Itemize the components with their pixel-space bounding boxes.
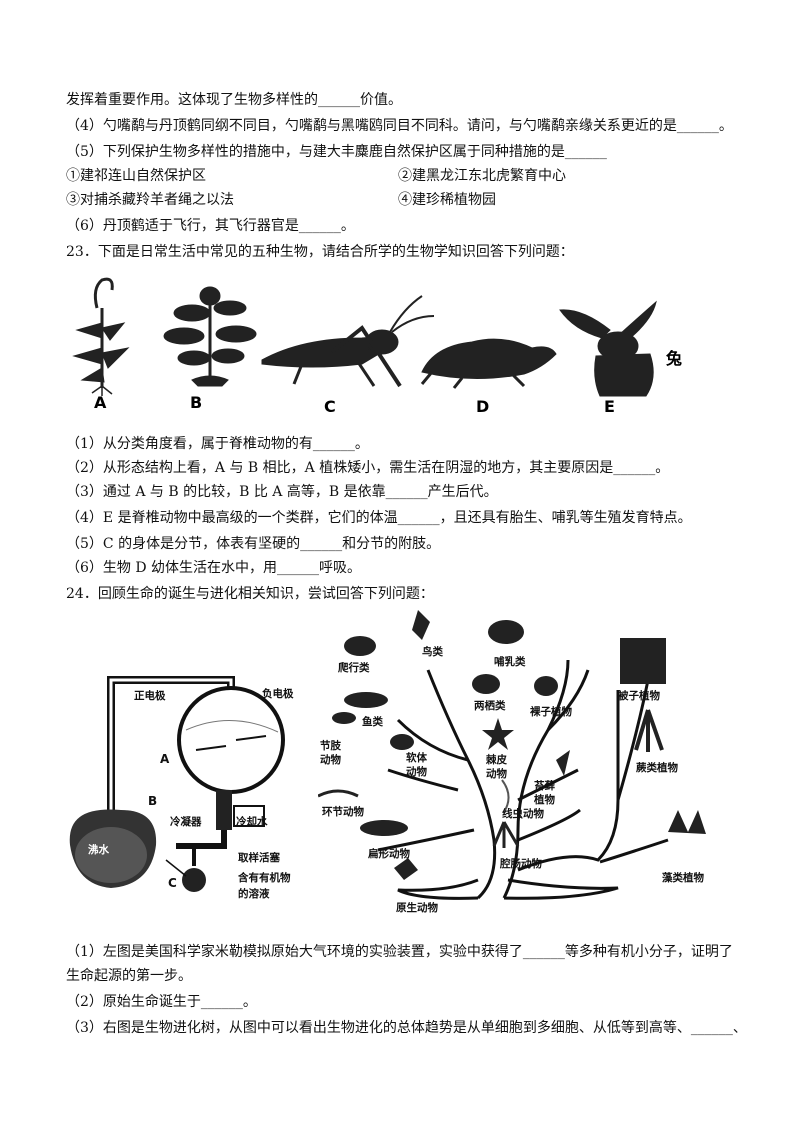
- question-23-4: （4）E 是脊椎动物中最高级的一个类群，它们的体温______，且还具有胎生、哺…: [66, 510, 692, 526]
- echinoderm-label-1: 棘皮: [486, 754, 507, 766]
- arthropod-label-1: 节肢: [320, 740, 341, 752]
- question-23-5: （5）C 的身体是分节，体表有坚硬的______和分节的附肢。: [66, 536, 441, 552]
- question-24-2: （2）原始生命诞生于______。: [66, 994, 257, 1010]
- question-24-1: （1）左图是美国科学家米勒模拟原始大气环境的实验装置，实验中获得了______等…: [66, 944, 733, 960]
- question-24-3: （3）右图是生物进化树，从图中可以看出生物进化的总体趋势是从单细胞到多细胞、从低…: [66, 1020, 747, 1036]
- organism-b-illustration: [163, 286, 257, 387]
- label-a: A: [94, 393, 107, 412]
- echinoderm-label-2: 动物: [486, 768, 507, 780]
- question-23-3: （3）通过 A 与 B 的比较，B 比 A 高等，B 是依靠______产生后代…: [66, 484, 498, 500]
- reptile-label: 爬行类: [338, 662, 370, 674]
- question-24-title: 24．回顾生命的诞生与进化相关知识，尝试回答下列问题：: [66, 586, 434, 602]
- flask-b-label: B: [148, 794, 158, 808]
- bird-label: 鸟类: [422, 646, 443, 658]
- protozoa-label: 原生动物: [396, 902, 438, 914]
- organism-c-illustration: [261, 295, 435, 388]
- gymnosperm-label: 裸子植物: [530, 706, 572, 718]
- negative-electrode-label: 负电极: [262, 688, 294, 700]
- label-d: D: [476, 397, 489, 416]
- fish-label: 鱼类: [362, 716, 383, 728]
- organism-a-illustration: [72, 277, 130, 396]
- condenser-label: 冷凝器: [170, 816, 202, 828]
- moss-label-2: 植物: [534, 794, 555, 806]
- label-b: B: [190, 393, 202, 412]
- mollusc-label-1: 软体: [406, 752, 427, 764]
- solution-label-2: 的溶液: [238, 888, 270, 900]
- question-22-5: （5）下列保护生物多样性的措施中，与建大丰麋鹿自然保护区属于同种措施的是____…: [66, 144, 607, 160]
- option-2: ②建黑龙江东北虎繁育中心: [398, 168, 566, 184]
- option-3: ③对捕杀藏羚羊者绳之以法: [66, 192, 234, 208]
- annelid-label: 环节动物: [322, 806, 364, 818]
- mollusc-label-2: 动物: [406, 766, 427, 778]
- mammal-label: 哺乳类: [494, 656, 526, 668]
- miller-apparatus-figure: 正电极 负电极 A B 沸水 冷凝器 冷却水 取样活塞 C 含有有机物 的溶液: [66, 670, 306, 910]
- question-22-4: （4）勺嘴鹬与丹顶鹤同纲不同目，勺嘴鹬与黑嘴鸥同目不同科。请问，与勺嘴鹬亲缘关系…: [66, 118, 733, 134]
- collector-c-label: C: [168, 876, 177, 890]
- organism-e-illustration: [559, 300, 657, 397]
- question-23-1: （1）从分类角度看，属于脊椎动物的有______。: [66, 436, 369, 452]
- evolution-tree-figure: 爬行类 鸟类 哺乳类 鱼类 两栖类 裸子植物 被子植物 节肢 动物 软体 动物 …: [317, 600, 728, 920]
- organism-d-illustration: [420, 338, 557, 389]
- algae-label: 藻类植物: [662, 872, 704, 884]
- question-23-title: 23．下面是日常生活中常见的五种生物，请结合所学的生物学知识回答下列问题：: [66, 244, 574, 260]
- moss-label-1: 苔藓: [534, 780, 555, 792]
- sample-valve-label: 取样活塞: [238, 852, 280, 864]
- option-1: ①建祁连山自然保护区: [66, 168, 206, 184]
- boiling-water-label: 沸水: [88, 844, 109, 856]
- cnidarian-label: 腔肠动物: [500, 858, 542, 870]
- option-4: ④建珍稀植物园: [398, 192, 496, 208]
- flask-a-label: A: [160, 752, 170, 766]
- label-e: E: [604, 397, 615, 416]
- label-c: C: [324, 397, 336, 416]
- question-24-1-cont: 生命起源的第一步。: [66, 968, 192, 984]
- question-23-6: （6）生物 D 幼体生活在水中，用______呼吸。: [66, 560, 362, 576]
- cooling-water-label: 冷却水: [236, 816, 268, 828]
- question-22-6: （6）丹顶鹤适于飞行，其飞行器官是______。: [66, 218, 355, 234]
- question-23-2: （2）从形态结构上看，A 与 B 相比，A 植株矮小，需生活在阴湿的地方，其主要…: [66, 460, 670, 476]
- arthropod-label-2: 动物: [320, 754, 341, 766]
- flatworm-label: 扁形动物: [368, 848, 410, 860]
- miller-apparatus-drawing: [69, 676, 285, 892]
- amphibian-label: 两栖类: [474, 700, 506, 712]
- positive-electrode-label: 正电极: [134, 690, 166, 702]
- evolution-tree-drawing: [317, 610, 706, 900]
- organisms-figure: A B C D E 兔: [62, 268, 702, 418]
- angiosperm-label: 被子植物: [618, 690, 660, 702]
- fern-label: 蕨类植物: [636, 762, 678, 774]
- nematode-label: 线虫动物: [502, 808, 544, 820]
- rabbit-label: 兔: [665, 349, 682, 368]
- solution-label-1: 含有有机物: [238, 872, 291, 884]
- text-line: 发挥着重要作用。这体现了生物多样性的______价值。: [66, 92, 402, 108]
